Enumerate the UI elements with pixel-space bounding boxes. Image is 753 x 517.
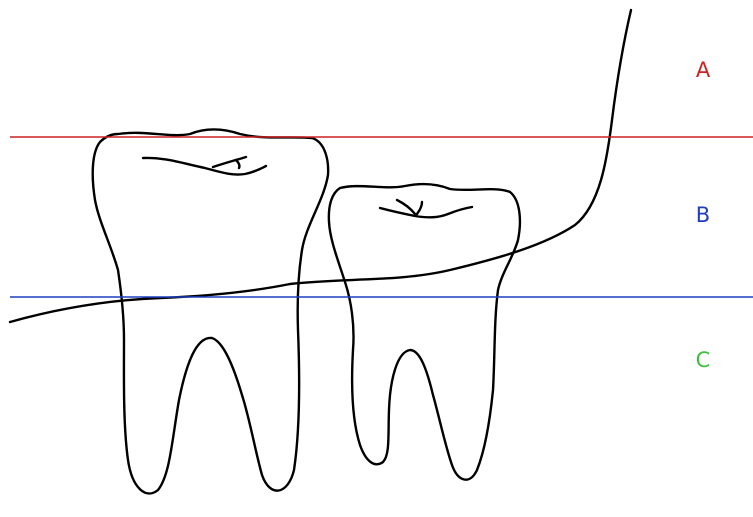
large-molar-groove-branch-2 bbox=[236, 160, 239, 168]
small-molar-groove-branch-2 bbox=[417, 202, 422, 214]
small-molar-outline bbox=[329, 184, 520, 480]
large-molar-groove-branch bbox=[213, 157, 246, 167]
bone-level-curve bbox=[10, 10, 631, 322]
small-molar-groove bbox=[380, 207, 472, 217]
large-molar-groove bbox=[143, 158, 266, 175]
zone-label-c: C bbox=[688, 350, 718, 371]
zone-label-b: B bbox=[688, 205, 718, 226]
large-molar-outline bbox=[93, 130, 328, 494]
zone-label-a: A bbox=[688, 60, 718, 81]
